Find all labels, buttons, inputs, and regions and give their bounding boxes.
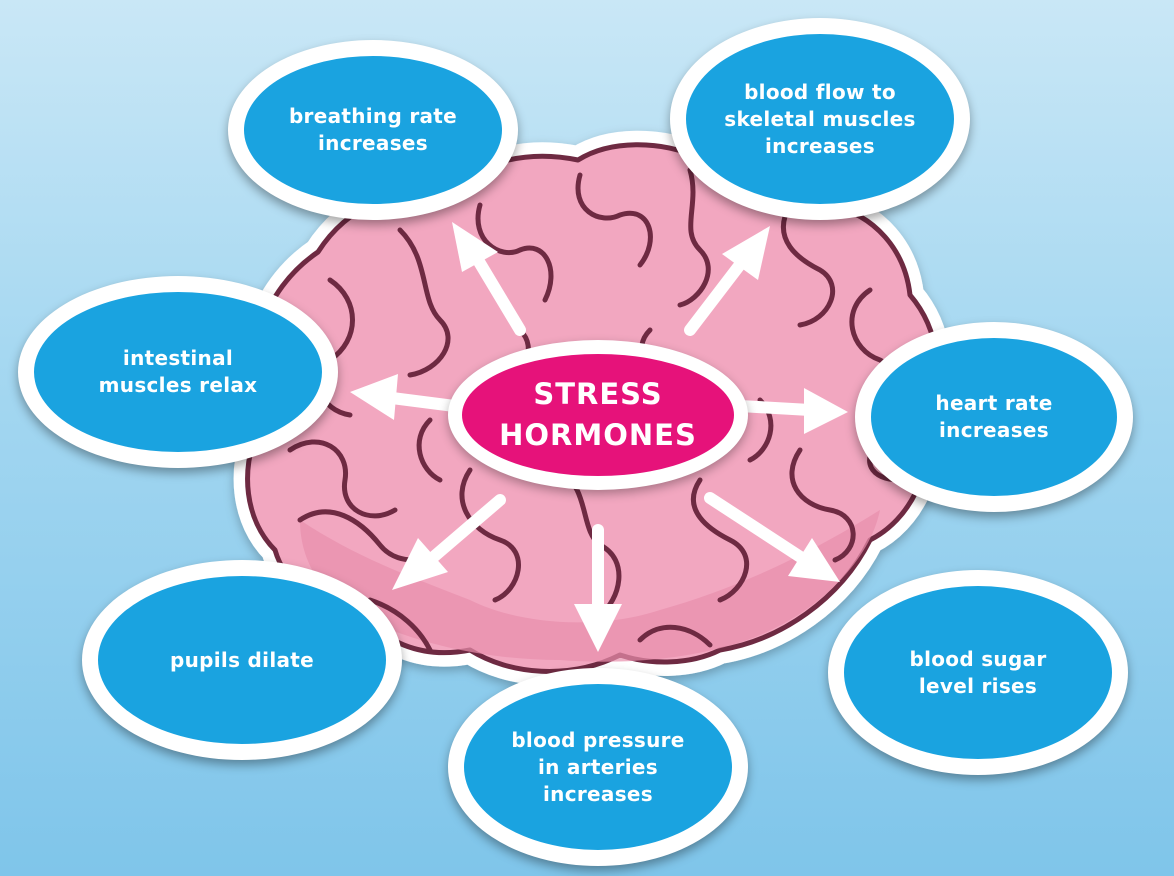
effect-heart-rate-label: heart rate increases xyxy=(935,390,1052,444)
effect-blood-sugar: blood sugar level rises xyxy=(828,570,1128,775)
effect-intestinal: intestinal muscles relax xyxy=(18,276,338,468)
effect-blood-flow: blood flow to skeletal muscles increases xyxy=(670,18,970,220)
effect-breathing-label: breathing rate increases xyxy=(289,103,457,157)
effect-breathing: breathing rate increases xyxy=(228,40,518,220)
arrow-heart-rate xyxy=(740,406,810,410)
effect-pupils-label: pupils dilate xyxy=(170,647,314,674)
effect-blood-pressure-label: blood pressure in arteries increases xyxy=(511,727,684,808)
effect-blood-pressure: blood pressure in arteries increases xyxy=(448,668,748,866)
stress-hormones-center: STRESS HORMONES xyxy=(448,340,748,490)
center-label: STRESS HORMONES xyxy=(499,374,697,455)
effect-pupils: pupils dilate xyxy=(82,560,402,760)
effect-blood-sugar-label: blood sugar level rises xyxy=(909,646,1046,700)
effect-intestinal-label: intestinal muscles relax xyxy=(99,345,258,399)
effect-heart-rate: heart rate increases xyxy=(855,322,1133,512)
effect-blood-flow-label: blood flow to skeletal muscles increases xyxy=(724,79,916,160)
